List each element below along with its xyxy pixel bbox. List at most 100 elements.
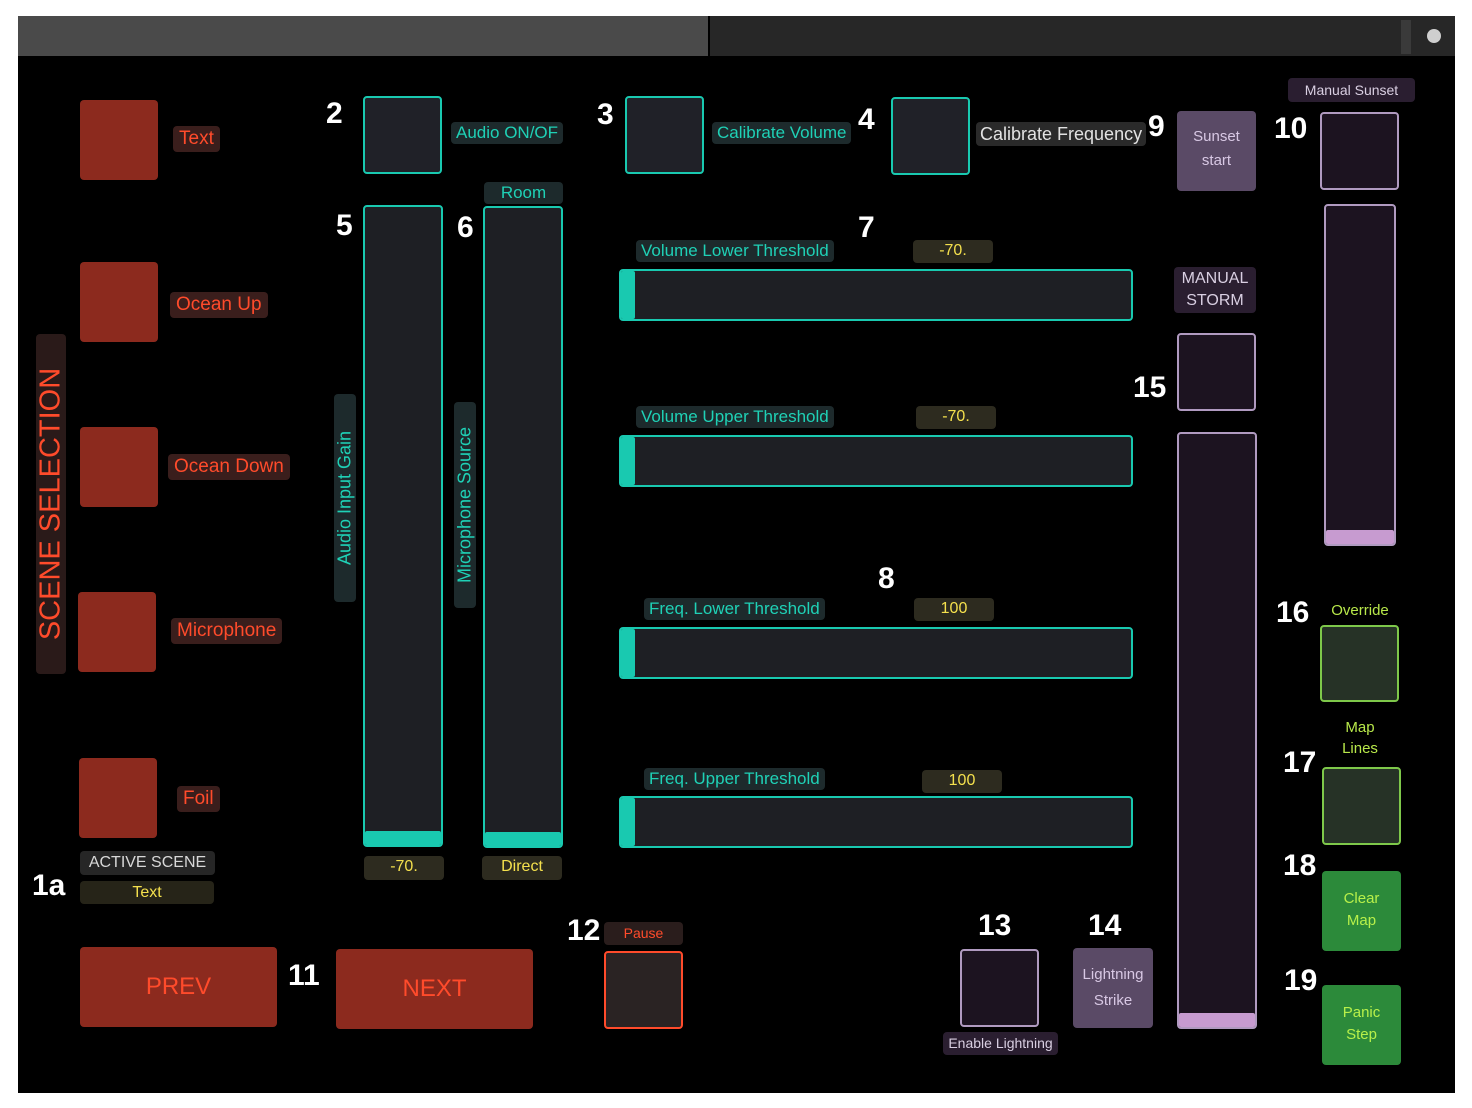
annotation-6: 6 <box>457 211 474 244</box>
manual-storm-slider[interactable] <box>1177 432 1257 1029</box>
annotation-5: 5 <box>336 209 353 242</box>
scene-button-ocean-up[interactable] <box>80 262 158 342</box>
freq-lower-threshold-handle[interactable] <box>621 629 635 677</box>
enable-lightning-toggle[interactable] <box>960 949 1039 1027</box>
calibrate-volume-label: Calibrate Volume <box>712 122 852 144</box>
mic-source-slider[interactable] <box>483 206 563 848</box>
scene-label-text: Text <box>173 126 220 152</box>
mic-source-top-label: Room <box>484 182 563 204</box>
map-lines-line1: Map <box>1345 719 1375 736</box>
pause-label: Pause <box>604 922 683 945</box>
volume-upper-threshold-value: -70. <box>916 406 996 429</box>
volume-upper-threshold-slider[interactable] <box>619 435 1133 487</box>
volume-upper-threshold-label: Volume Upper Threshold <box>636 406 834 428</box>
manual-sunset-slider-handle[interactable] <box>1326 530 1394 544</box>
annotation-13: 13 <box>978 909 1012 942</box>
manual-storm-toggle[interactable] <box>1177 333 1256 411</box>
scene-selection-title: SCENE SELECTION <box>34 367 67 641</box>
calibrate-volume-button[interactable] <box>625 96 704 174</box>
mic-source-value: Direct <box>482 856 562 880</box>
volume-lower-threshold-value: -70. <box>913 240 993 263</box>
map-lines-toggle[interactable] <box>1322 767 1401 845</box>
annotation-17: 17 <box>1283 746 1317 779</box>
scene-button-microphone[interactable] <box>78 592 156 672</box>
prev-button[interactable]: PREV <box>80 947 277 1027</box>
scene-button-text[interactable] <box>80 100 158 180</box>
clear-map-button[interactable]: Clear Map <box>1322 871 1401 951</box>
annotation-8: 8 <box>878 562 895 595</box>
audio-input-gain-slider-handle[interactable] <box>365 831 441 845</box>
sunset-start-line1: Sunset <box>1193 128 1240 145</box>
lightning-strike-button[interactable]: Lightning Strike <box>1073 948 1153 1028</box>
active-scene-value: Text <box>80 881 214 904</box>
manual-storm-slider-handle[interactable] <box>1179 1013 1255 1027</box>
freq-upper-threshold-value: 100 <box>922 770 1002 793</box>
audio-input-gain-slider[interactable] <box>363 205 443 847</box>
panic-step-button[interactable]: Panic Step <box>1322 985 1401 1065</box>
manual-sunset-slider[interactable] <box>1324 204 1396 546</box>
sunset-start-line2: start <box>1201 152 1232 169</box>
audio-input-gain-label-box: Audio Input Gain <box>334 394 356 602</box>
manual-storm-label: MANUAL STORM <box>1174 267 1256 313</box>
annotation-18: 18 <box>1283 849 1317 882</box>
audio-input-gain-value: -70. <box>364 856 444 880</box>
enable-lightning-label: Enable Lightning <box>943 1032 1058 1055</box>
clear-map-line1: Clear <box>1343 890 1380 907</box>
annotation-19: 19 <box>1284 964 1318 997</box>
manual-sunset-toggle[interactable] <box>1320 112 1399 190</box>
next-button[interactable]: NEXT <box>336 949 533 1029</box>
annotation-1a: 1a <box>32 869 66 902</box>
panic-step-line2: Step <box>1346 1026 1377 1043</box>
window-titlebar-right <box>710 16 1455 56</box>
scene-button-foil[interactable] <box>79 758 157 838</box>
lightning-strike-line2: Strike <box>1093 992 1133 1009</box>
map-lines-label: Map Lines <box>1320 717 1400 759</box>
manual-sunset-label: Manual Sunset <box>1288 78 1415 102</box>
annotation-16: 16 <box>1276 596 1310 629</box>
annotation-14: 14 <box>1088 909 1122 942</box>
annotation-2: 2 <box>326 97 343 130</box>
titlebar-divider <box>1401 20 1411 54</box>
scene-label-ocean-up: Ocean Up <box>170 292 268 318</box>
freq-upper-threshold-handle[interactable] <box>621 798 635 846</box>
calibrate-frequency-label: Calibrate Frequency <box>976 122 1147 146</box>
active-scene-label: ACTIVE SCENE <box>80 851 215 875</box>
freq-upper-threshold-label: Freq. Upper Threshold <box>644 768 825 790</box>
annotation-7: 7 <box>858 211 875 244</box>
audio-input-gain-label: Audio Input Gain <box>334 430 355 566</box>
control-panel: SCENE SELECTION Text Ocean Up Ocean Down… <box>18 16 1455 1093</box>
freq-lower-threshold-label: Freq. Lower Threshold <box>644 598 825 620</box>
freq-upper-threshold-slider[interactable] <box>619 796 1133 848</box>
override-toggle[interactable] <box>1320 625 1399 702</box>
freq-lower-threshold-slider[interactable] <box>619 627 1133 679</box>
annotation-11: 11 <box>288 959 320 992</box>
override-label: Override <box>1331 602 1389 619</box>
volume-upper-threshold-handle[interactable] <box>621 437 635 485</box>
annotation-15: 15 <box>1133 371 1167 404</box>
panic-step-line1: Panic <box>1342 1004 1381 1021</box>
audio-on-off-label: Audio ON/OF <box>451 122 564 144</box>
mic-source-label: Microphone Source <box>454 426 475 584</box>
scene-selection-title-box: SCENE SELECTION <box>34 334 67 674</box>
annotation-9: 9 <box>1148 110 1165 143</box>
manual-storm-line2: STORM <box>1186 292 1244 309</box>
manual-storm-line1: MANUAL <box>1181 270 1249 287</box>
window-titlebar-left <box>18 16 708 56</box>
annotation-10: 10 <box>1274 112 1308 145</box>
sunset-start-button[interactable]: Sunset start <box>1177 111 1256 191</box>
clear-map-line2: Map <box>1346 912 1377 929</box>
calibrate-frequency-button[interactable] <box>891 97 970 175</box>
audio-on-off-toggle[interactable] <box>363 96 442 174</box>
map-lines-line2: Lines <box>1342 740 1378 757</box>
lightning-strike-line1: Lightning <box>1082 966 1144 983</box>
volume-lower-threshold-slider[interactable] <box>619 269 1133 321</box>
window-dot-icon[interactable] <box>1427 29 1441 43</box>
mic-source-slider-handle[interactable] <box>485 832 561 846</box>
mic-source-label-box: Microphone Source <box>454 402 476 608</box>
scene-label-microphone: Microphone <box>171 618 283 644</box>
pause-toggle[interactable] <box>604 951 683 1029</box>
volume-lower-threshold-label: Volume Lower Threshold <box>636 240 834 262</box>
annotation-4: 4 <box>858 103 875 136</box>
scene-button-ocean-down[interactable] <box>80 427 158 507</box>
volume-lower-threshold-handle[interactable] <box>621 271 635 319</box>
